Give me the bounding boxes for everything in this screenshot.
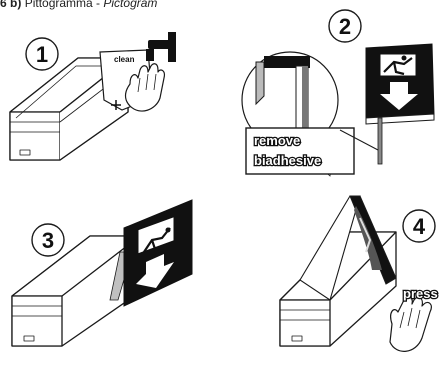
step-2-number: 2 <box>339 14 351 39</box>
step-2-panel: 2 <box>242 10 434 176</box>
step-4-panel: 4 press <box>280 196 438 351</box>
step-3-panel: 3 <box>12 200 192 346</box>
step-4-number: 4 <box>413 214 426 239</box>
emergency-exit-sign-icon <box>380 54 416 76</box>
step-2-remove-label: remove <box>254 133 300 148</box>
exit-sign-panel-2 <box>366 44 434 164</box>
step-2-biadhesive-label: biadhesive <box>254 153 321 168</box>
step-1-number: 1 <box>36 42 48 67</box>
step-4-press-label: press <box>403 286 438 301</box>
step-3-number: 3 <box>42 228 54 253</box>
exit-sign-panel-3 <box>124 200 192 306</box>
hand-icon <box>390 297 431 352</box>
step-1-clean-label: clean <box>114 55 135 64</box>
step-1-panel: 1 clean <box>10 32 176 160</box>
